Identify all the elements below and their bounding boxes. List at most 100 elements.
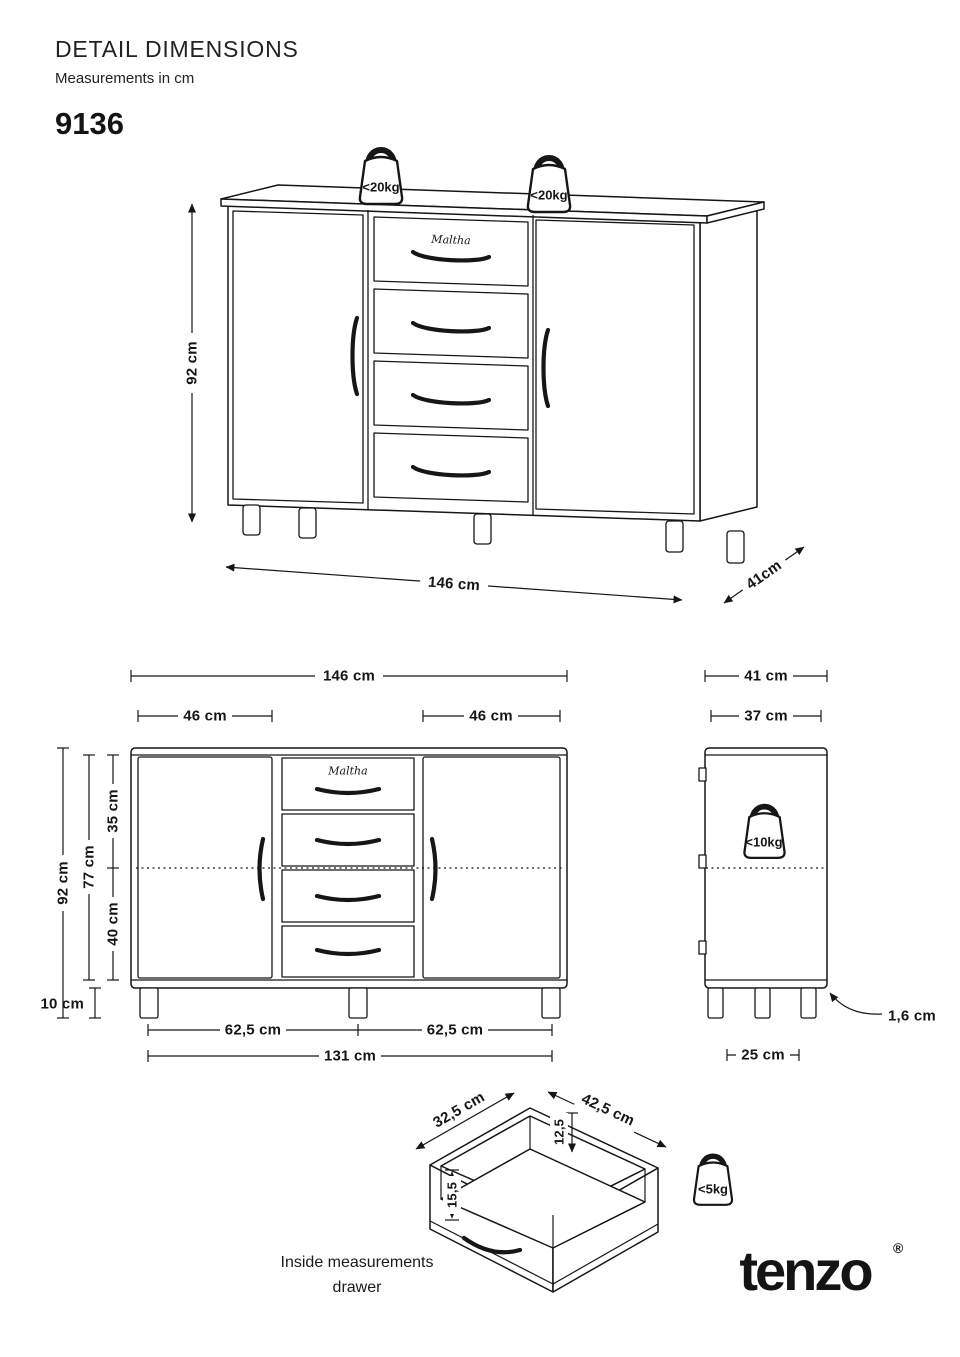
door-handle [257,836,266,902]
drawer-front [281,757,415,811]
side-face [699,206,758,522]
svg-text:41 cm: 41 cm [744,668,788,685]
dim-width: 146 cm [225,563,683,604]
drawer-handle [410,320,492,334]
drawer-handle [461,1235,523,1255]
dim-depth-total: 41 cm [704,666,828,686]
drawer-handle [410,464,492,478]
svg-text:46 cm: 46 cm [469,708,513,725]
dim-leg-height: 10 cm [40,987,101,1019]
drawer-handle [410,249,492,263]
drawer-handle [314,786,382,796]
weight-icon [358,147,404,206]
model-number: 9136 [55,106,124,141]
svg-text:62,5 cm: 62,5 cm [225,1022,281,1039]
hinge [698,854,707,869]
dim-door-right: 46 cm [422,706,561,726]
dim-upper-lower: 35 cm 40 cm [103,754,123,981]
svg-text:41cm: 41cm [743,557,785,593]
leg [473,513,492,545]
svg-text:10 cm: 10 cm [40,996,84,1013]
left-door [232,210,364,504]
leg [348,987,368,1019]
svg-text:35 cm: 35 cm [105,789,122,833]
leg [726,530,745,564]
dim-height-inner: 77 cm [79,754,99,981]
leg [139,987,159,1019]
drawer-front [373,360,529,431]
drawer-handle [314,947,382,957]
dim-span-left: 62,5 cm [147,1020,359,1040]
svg-text:1,6 cm: 1,6 cm [888,1008,936,1025]
dim-span-total: 131 cm [147,1046,553,1066]
svg-text:146 cm: 146 cm [427,574,480,595]
leg [754,987,771,1019]
drawer-handle [314,893,382,903]
drawer-handle [314,837,382,847]
svg-text:92 cm: 92 cm [184,341,201,385]
weight-icon [526,155,572,214]
dim-height-total: 92 cm [53,747,73,1019]
leg [800,987,817,1019]
header: DETAIL DIMENSIONS Measurements in cm [55,36,299,87]
tenzo-logo: tenzo [739,1239,872,1302]
weight-label: <20kg [530,188,567,203]
drawer-front [281,925,415,978]
svg-text:62,5 cm: 62,5 cm [427,1022,483,1039]
brand-script: Maltha [327,765,367,778]
dim-height: 92 cm [182,203,202,523]
door-handle [350,315,360,397]
leg [665,520,684,553]
dim-width-total: 146 cm [130,666,568,686]
side-view: <10kg 41 cm 37 cm 25 cm 1,6 cm [698,666,936,1065]
drawer-detail: 32,5 cm 42,5 cm 12,5 15,5 [281,1084,734,1296]
svg-text:37 cm: 37 cm [744,708,788,725]
svg-text:77 cm: 77 cm [81,845,98,889]
dim-back-height: 12,5 [550,1112,578,1153]
drawer-front [373,288,529,359]
page-subtitle: Measurements in cm [55,70,195,87]
registered-mark: ® [893,1240,904,1256]
svg-text:146 cm: 146 cm [323,668,375,685]
drawer-handle [410,392,492,406]
weight-label: <20kg [362,180,399,195]
weight-label: <10kg [745,835,782,850]
drawer-front [281,869,415,923]
svg-text:46 cm: 46 cm [183,708,227,725]
leg [298,507,317,539]
dim-front-height: 15,5 [443,1169,461,1221]
leg [707,987,724,1019]
drawer-front [373,432,529,503]
drawer-front [373,216,529,287]
front-view: Maltha 146 cm 46 cm 46 cm [40,666,568,1066]
weight-icon [692,1153,734,1206]
dim-leg-span: 25 cm [726,1045,800,1065]
door-handle [541,327,551,409]
page-title: DETAIL DIMENSIONS [55,36,299,62]
dim-depth: 41cm [723,546,805,604]
door-handle [429,836,438,902]
weight-icon [743,803,786,860]
right-door [535,219,695,515]
svg-text:131 cm: 131 cm [324,1048,376,1065]
footer: tenzo ® [739,1239,904,1302]
hinge [698,940,707,955]
svg-text:92 cm: 92 cm [55,861,72,905]
leg [242,504,261,536]
dim-depth-inner: 37 cm [710,706,822,726]
perspective-view: Maltha <20kg <20kg 92 cm [182,147,805,604]
svg-text:15,5: 15,5 [445,1182,460,1208]
dim-span-right: 62,5 cm [358,1020,553,1040]
weight-label: <5kg [698,1182,728,1197]
drawer-caption-line2: drawer [333,1279,383,1296]
drawer-caption-line1: Inside measurements [281,1254,434,1271]
svg-text:40 cm: 40 cm [105,902,122,946]
svg-text:25 cm: 25 cm [741,1047,785,1064]
dim-door-left: 46 cm [137,706,273,726]
svg-text:12,5: 12,5 [552,1119,567,1145]
hinge [698,767,707,782]
brand-script: Maltha [430,233,471,247]
dim-panel-thickness: 1,6 cm [829,992,936,1025]
drawer-front [281,813,415,867]
